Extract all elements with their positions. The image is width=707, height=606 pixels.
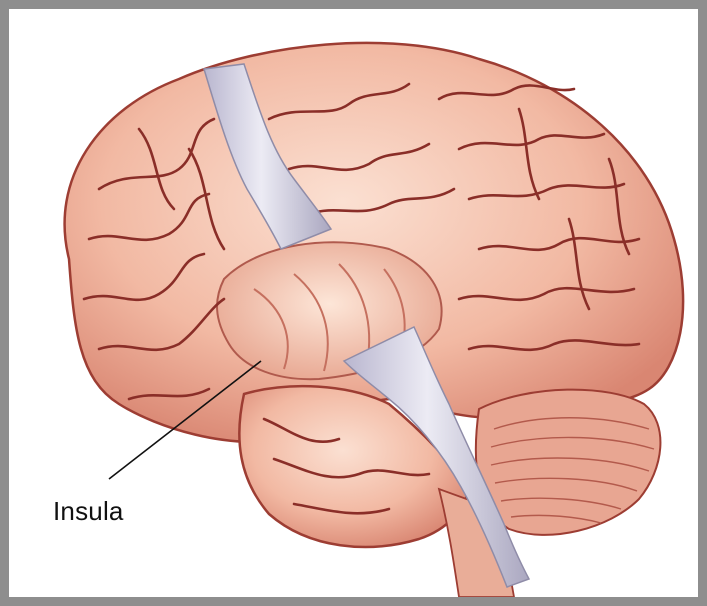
insula-label: Insula xyxy=(53,496,124,527)
figure-panel: Insula xyxy=(9,9,698,597)
